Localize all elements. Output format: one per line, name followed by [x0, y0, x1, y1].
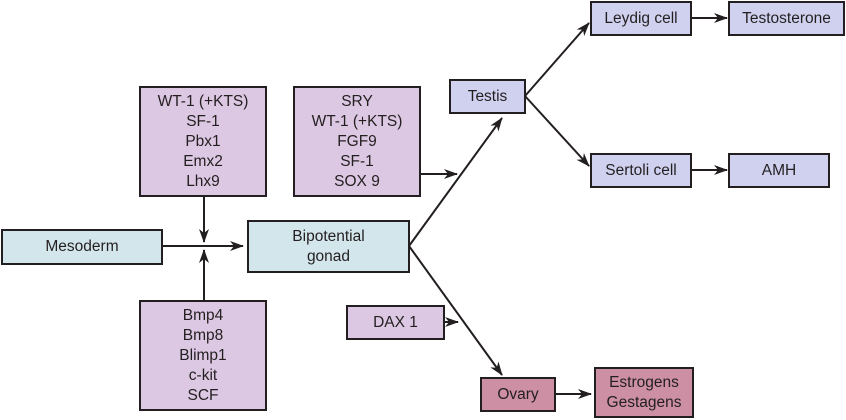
testosterone-box: Testosterone	[728, 1, 845, 36]
male-factors-box: SRY WT-1 (+KTS) FGF9 SF-1 SOX 9	[293, 86, 421, 197]
dax1-box: DAX 1	[346, 305, 445, 340]
arrow-testis-to-leydig	[524, 22, 590, 97]
lower-factors-box: Bmp4 Bmp8 Blimp1 c-kit SCF	[139, 300, 267, 411]
factor-label: Bmp4	[182, 306, 224, 324]
leydig-cell-label: Leydig cell	[604, 9, 678, 27]
factor-label: Lhx9	[186, 172, 220, 190]
ovary-box: Ovary	[480, 377, 556, 412]
testis-box: Testis	[449, 79, 526, 114]
amh-box: AMH	[728, 153, 830, 188]
factor-label: SRY	[341, 92, 373, 110]
ovary-label: Ovary	[497, 385, 539, 403]
gonad-label-line1: Bipotential	[292, 227, 365, 245]
gonad-label-line2: gonad	[306, 247, 351, 265]
factor-label: Emx2	[183, 152, 223, 170]
factor-label: SF-1	[186, 112, 220, 130]
sertoli-cell-box: Sertoli cell	[590, 153, 692, 188]
factor-label: FGF9	[337, 132, 377, 150]
factor-label: SCF	[187, 386, 219, 404]
amh-label: AMH	[761, 161, 797, 179]
factor-label: Blimp1	[179, 346, 227, 364]
arrow-gonad-to-testis	[408, 117, 503, 247]
factor-label: WT-1 (+KTS)	[311, 112, 403, 130]
sertoli-cell-label: Sertoli cell	[605, 161, 677, 179]
mesoderm-box: Mesoderm	[1, 229, 163, 265]
testosterone-label: Testosterone	[742, 9, 831, 27]
factor-label: WT-1 (+KTS)	[157, 92, 249, 110]
factor-label: SOX 9	[334, 172, 380, 190]
factor-label: Bmp8	[182, 326, 224, 344]
testis-label: Testis	[467, 87, 508, 105]
factor-label: Pbx1	[185, 132, 221, 150]
factor-label: c-kit	[188, 366, 218, 384]
dax1-label: DAX 1	[373, 313, 418, 331]
estrogens-gestagens-box: Estrogens Gestagens	[594, 367, 694, 418]
upper-factors-box: WT-1 (+KTS) SF-1 Pbx1 Emx2 Lhx9	[139, 86, 267, 197]
gestagens-label: Gestagens	[606, 393, 682, 411]
arrow-testis-to-sertoli	[524, 95, 590, 167]
bipotential-gonad-box: Bipotential gonad	[247, 220, 410, 273]
leydig-cell-box: Leydig cell	[590, 1, 692, 36]
arrow-gonad-to-ovary	[408, 245, 503, 376]
estrogens-label: Estrogens	[609, 373, 679, 391]
mesoderm-label: Mesoderm	[45, 238, 119, 255]
factor-label: SF-1	[340, 152, 374, 170]
